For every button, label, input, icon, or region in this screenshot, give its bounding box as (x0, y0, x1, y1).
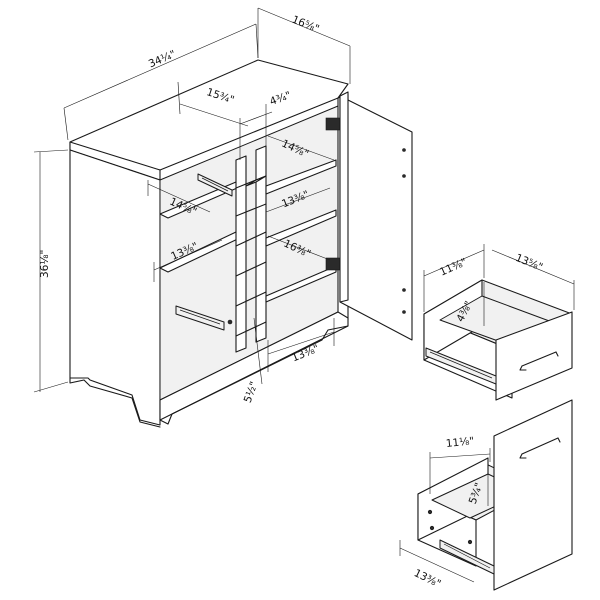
left-shelf-depth-dim (147, 183, 211, 213)
label-drawer-depth: 13⅝" (514, 252, 545, 274)
drawer-dimension-lines (423, 244, 575, 326)
file-drawer-screw-1 (427, 509, 433, 515)
label-bottom-gap: 5½" (242, 380, 261, 404)
bottom-width-dim (267, 331, 335, 355)
label-drawer-width: 11⅜" (438, 256, 469, 279)
cubby-line-2 (235, 203, 267, 217)
left-drawer-slide-rail (179, 309, 221, 325)
upper-drawer-slide (197, 173, 233, 197)
cabinet-door-edge (339, 91, 349, 303)
cabinet-door (339, 95, 413, 341)
file-drawer-slide (439, 539, 495, 575)
door-screw-bottom-2 (402, 310, 406, 314)
cubby-dim-line (239, 111, 273, 125)
cabinet-bottom-plinth (159, 311, 349, 421)
drawer-depth-dim (491, 249, 575, 285)
label-file-drawer-width: 11⅛" (445, 435, 474, 450)
cubby-line-1 (235, 175, 267, 189)
cabinet-plinth-cutout (159, 325, 349, 425)
file-drawer-front (493, 399, 573, 591)
right-shelf-depth-dim (267, 135, 335, 161)
upper-drawer-slide-rail (201, 177, 229, 192)
drawer-width-dim (423, 249, 485, 277)
width-dim-ext-left (63, 107, 69, 141)
file-drawer-width-dim (429, 453, 491, 459)
right-shelf-middle (265, 209, 337, 247)
center-divider-right (255, 145, 267, 343)
center-divider-left (235, 155, 247, 353)
shelf-pin (227, 319, 233, 325)
left-drawer-slide (175, 305, 225, 331)
file-drawer-slide-rail (443, 543, 491, 569)
right-shelf-lower (265, 265, 337, 303)
cabinet-left-side (69, 149, 161, 426)
label-file-drawer-depth: 13⅜" (412, 567, 443, 590)
cabinet-dimension-lines (33, 7, 351, 393)
door-hinge-top (325, 117, 341, 131)
door-screw-top (402, 148, 406, 152)
shelf-width-dim-line (179, 103, 249, 127)
right-shelf-height-dim (265, 187, 331, 213)
door-hinge-bottom (325, 257, 341, 271)
right-shelf-top (265, 159, 337, 195)
cubby-line-5 (235, 291, 267, 307)
file-drawer-drawing (417, 399, 573, 591)
width-dim-ext-right (255, 23, 259, 59)
file-drawer-depth-dim (399, 547, 475, 583)
width-dim-line (63, 23, 257, 109)
cabinet-left-foot (69, 377, 161, 428)
file-drawer-screw-3 (467, 539, 473, 545)
label-cabinet-width: 34¼" (147, 48, 178, 70)
drawer-handle (519, 351, 559, 371)
bottom-gap-dim (253, 317, 263, 385)
file-drawer-handle (519, 437, 561, 459)
shelf-width-dim-ext (177, 81, 181, 115)
right-lower-dim (267, 235, 331, 261)
drawer-slide (425, 347, 497, 385)
door-screw-top-2 (402, 174, 406, 178)
label-cabinet-height: 36⅛" (39, 250, 51, 278)
cubby-line-3 (235, 231, 267, 247)
label-cabinet-depth: 16⅝" (290, 14, 321, 36)
depth-dim-line (257, 7, 351, 47)
cubby-line-6 (235, 321, 267, 337)
height-dim-ext-top (33, 149, 69, 153)
file-drawer-dimension-lines (399, 448, 491, 583)
drawer-slide-rail (429, 351, 493, 379)
height-dim-ext-bottom (33, 381, 69, 393)
cubby-line-4 (235, 261, 267, 277)
left-shelf-height-dim (153, 239, 223, 271)
file-drawer-screw-2 (429, 525, 435, 531)
cabinet-drawing (69, 59, 413, 428)
drawer-drawing (423, 279, 573, 401)
door-screw-bottom (402, 288, 406, 292)
